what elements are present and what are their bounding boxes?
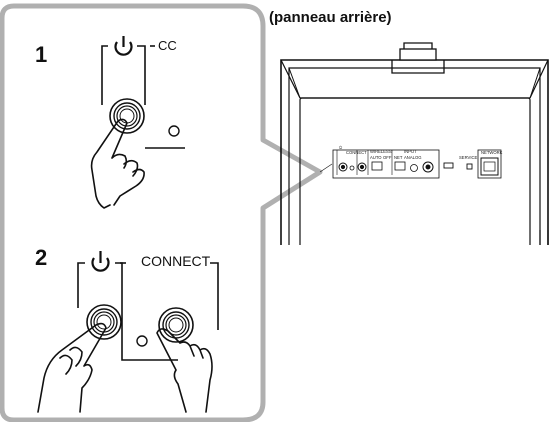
top-handle <box>391 42 445 74</box>
callout-pointer <box>319 163 333 173</box>
step-1-connect-label: CC <box>158 38 177 53</box>
step-2-connect-label: CONNECT <box>141 253 211 269</box>
step-1-number: 1 <box>35 42 48 67</box>
network-port <box>480 157 499 176</box>
rear-service-label: SERVICE <box>459 155 478 160</box>
callout-bubble <box>0 3 323 422</box>
rear-analog-label: ANALOG <box>404 155 422 160</box>
rear-off-label: OFF <box>383 155 392 160</box>
rear-connect-label: CONNECT <box>346 150 367 155</box>
network-plate <box>477 149 502 179</box>
hand-icon <box>90 118 145 209</box>
service-port <box>466 163 473 170</box>
connect-led <box>168 125 180 137</box>
rear-network-label: NETWORK <box>481 150 503 155</box>
step2-panel <box>37 251 219 413</box>
rear-wireless-label: WIRELESS <box>370 149 392 154</box>
rear-auto-label: AUTO <box>370 155 382 160</box>
power-icon <box>114 36 133 56</box>
power-button-2 <box>86 304 122 340</box>
connect-led-2 <box>136 335 148 347</box>
step1-panel <box>90 36 185 209</box>
power-icon-2 <box>91 251 110 272</box>
rear-panel-caption: (panneau arrière) <box>269 9 392 26</box>
rear-power-mark: ⏻ <box>339 145 343 150</box>
terminal-plate <box>332 149 440 179</box>
left-hand-icon <box>37 322 107 413</box>
connect-button <box>158 307 194 343</box>
device-rear <box>280 42 549 245</box>
step-2-number: 2 <box>35 245 48 270</box>
usb-port <box>443 162 454 169</box>
right-hand-icon <box>156 328 213 413</box>
rear-input-label: INPUT <box>404 149 417 154</box>
rear-net-label: NET <box>394 155 403 160</box>
